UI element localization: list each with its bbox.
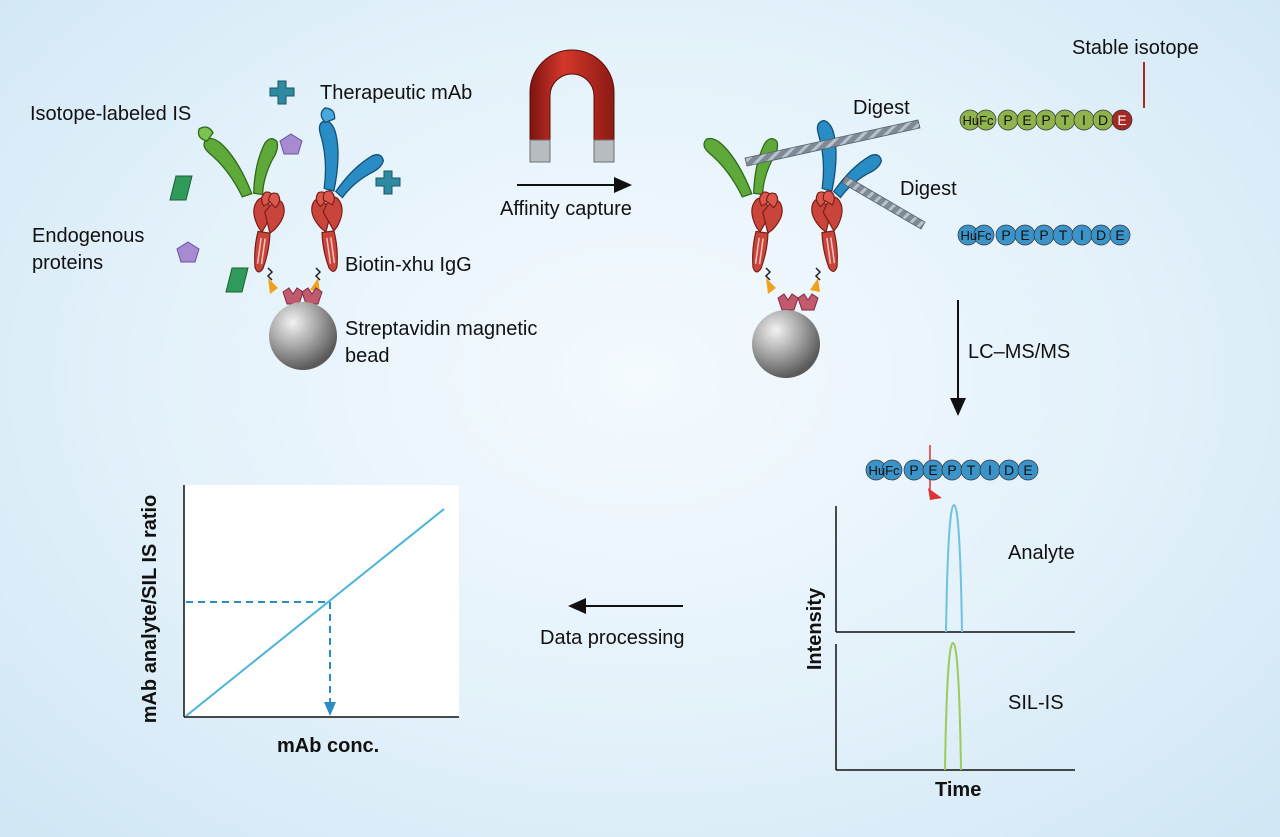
intensity-axis-label: Intensity (804, 587, 826, 671)
peptide-residue: P (1003, 112, 1012, 128)
peptide-residue: P (1001, 227, 1010, 243)
peptide-residue: T (967, 462, 976, 478)
peptide-residue: E (1023, 462, 1032, 478)
digest-label-top: Digest (853, 97, 910, 119)
chromatogram-panel (835, 445, 1075, 771)
peptide-bead (1109, 224, 1131, 246)
antibody-icon (703, 119, 883, 276)
peptide-residue: D (1098, 112, 1108, 128)
stable-isotope-label: Stable isotope (1072, 37, 1199, 59)
peptide-prefix: HuFc (962, 113, 994, 128)
affinity-capture-label: Affinity capture (500, 198, 632, 220)
peptide-bead (973, 224, 995, 246)
peptide-residue: E (1020, 227, 1029, 243)
peptide-residue: I (1082, 112, 1086, 128)
peptide-residue: D (1096, 227, 1106, 243)
peptide-residue: P (947, 462, 956, 478)
peptide-residue: T (1061, 112, 1070, 128)
calibration-line (185, 508, 445, 717)
endogenous-proteins-label-2: proteins (32, 252, 104, 274)
lc-ms-ms-label: LC–MS/MS (968, 341, 1071, 363)
time-axis-label: Time (935, 779, 982, 801)
sil-is-peak (944, 641, 962, 771)
peptide-bead (1017, 459, 1039, 481)
peptide-bead (975, 109, 997, 131)
sil-is-label: SIL-IS (1008, 692, 1064, 714)
streptavidin-label-2: bead (345, 345, 390, 367)
therapeutic-mab-label: Therapeutic mAb (320, 82, 473, 104)
digest-enzyme-rod (744, 119, 926, 230)
isotope-labeled-is-label: Isotope-labeled IS (30, 103, 192, 125)
peptide-residue: D (1004, 462, 1014, 478)
peptide-residue: E (928, 462, 937, 478)
peptide-bead (881, 459, 903, 481)
biotin-xhu-igg-label: Biotin-xhu IgG (345, 254, 472, 276)
peptide-prefix: HuFc (960, 228, 992, 243)
peptide-residue: T (1059, 227, 1068, 243)
peptide-residue: E (1115, 227, 1124, 243)
peptide-residue: I (988, 462, 992, 478)
streptavidin-bead-icon (752, 310, 820, 378)
peptide-bead (1111, 109, 1133, 131)
analyte-peak (945, 503, 963, 633)
conc-axis-label: mAb conc. (277, 735, 380, 757)
peptide-residue: E (1022, 112, 1031, 128)
data-processing-label: Data processing (540, 627, 685, 649)
peptide-residue: I (1080, 227, 1084, 243)
analyte-label: Analyte (1008, 542, 1075, 564)
endogenous-proteins-label-1: Endogenous (32, 225, 145, 247)
peptide-residue: P (909, 462, 918, 478)
peptide-residue: P (1039, 227, 1048, 243)
peptide-prefix: HuFc (868, 463, 900, 478)
protein-icon (169, 80, 401, 293)
antibody-icon (197, 107, 385, 276)
streptavidin-bead-icon (269, 302, 337, 370)
magnet-icon (529, 49, 615, 163)
streptavidin-label-1: Streptavidin magnetic (345, 318, 538, 340)
calibration-plot (183, 485, 459, 718)
peptide-residue: P (1041, 112, 1050, 128)
ratio-axis-label: mAb analyte/SIL IS ratio (139, 494, 161, 724)
peptide-residue: E (1117, 112, 1126, 128)
digest-label-bottom: Digest (900, 178, 957, 200)
